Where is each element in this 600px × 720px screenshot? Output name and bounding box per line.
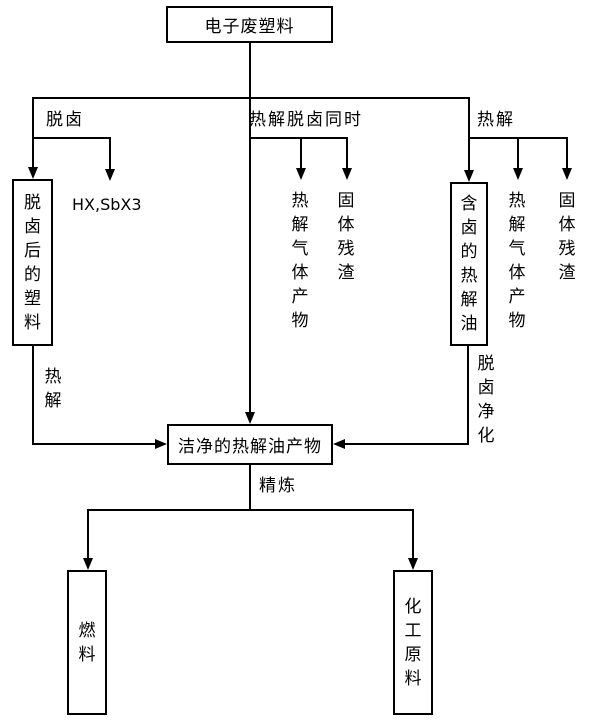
label-refining: 精炼 (259, 476, 297, 496)
connector-right-to-center (345, 443, 467, 445)
arrowhead-to-mid-pyrolysis-gas (296, 168, 306, 180)
node-chemical-feedstock-label: 化工原料 (404, 596, 422, 689)
label-pyrolysis-right: 热解 (477, 110, 515, 130)
connector-right-drop (468, 97, 470, 139)
label-pyrolysis-left-edge: 热解 (44, 367, 62, 411)
arrowhead-to-right-solid-residue (562, 168, 572, 180)
connector-left-pyrolysis-vertical (32, 345, 34, 445)
connector-left-to-center (32, 443, 155, 445)
connector-middle-arrow2-stem (346, 137, 348, 168)
label-mid-solid-residue: 固体残渣 (337, 191, 355, 283)
arrowhead-into-clean-oil-top (245, 412, 255, 424)
arrowhead-into-chemical-feedstock (408, 558, 418, 570)
label-dehalogenation-purification: 脱卤净化 (477, 354, 495, 446)
node-clean-pyrolysis-oil-label: 洁净的热解油产物 (178, 437, 322, 457)
label-pyrolysis-dehalogenation-simultaneous: 热解脱卤同时 (249, 110, 363, 130)
arrowhead-into-dehalogenated-plastic (28, 167, 38, 179)
arrowhead-into-halogenated-oil (464, 170, 474, 182)
label-dehalogenation: 脱卤 (46, 110, 84, 130)
arrowhead-into-fuel (83, 558, 93, 570)
connector-right-arrow3-stem (566, 137, 568, 168)
node-chemical-feedstock: 化工原料 (393, 570, 433, 715)
arrowhead-into-clean-oil-right (333, 439, 345, 449)
node-fuel: 燃料 (67, 570, 107, 715)
label-right-solid-residue: 固体残渣 (558, 191, 576, 283)
node-dehalogenated-plastic: 脱卤后的塑料 (12, 179, 53, 346)
connector-split-left-stem (87, 509, 89, 558)
connector-split-horizontal (87, 509, 414, 511)
connector-middle-branch (249, 137, 348, 139)
connector-left-branch (32, 137, 111, 139)
arrowhead-into-clean-oil-left (155, 439, 167, 449)
connector-right-arrow1-stem (468, 137, 470, 170)
connector-right-arrow2-stem (517, 137, 519, 168)
connector-top-stem (249, 43, 251, 99)
connector-middle-arrow1-stem (300, 137, 302, 168)
label-right-pyrolysis-gas: 热解气体产物 (508, 191, 526, 331)
connector-left-arrow2-stem (109, 137, 111, 169)
node-clean-pyrolysis-oil: 洁净的热解油产物 (167, 424, 333, 465)
connector-left-drop (32, 97, 34, 139)
connector-main-horizontal (32, 97, 470, 99)
connector-split-right-stem (412, 509, 414, 558)
node-halogenated-oil: 含卤的热解油 (450, 182, 488, 346)
arrowhead-to-right-pyrolysis-gas (513, 168, 523, 180)
connector-center-vertical (249, 97, 251, 412)
connector-refining-stem (249, 464, 251, 510)
arrowhead-to-mid-solid-residue (342, 168, 352, 180)
connector-right-purification-vertical (467, 346, 469, 445)
node-source: 电子废塑料 (166, 6, 333, 43)
label-mid-pyrolysis-gas: 热解气体产物 (291, 191, 309, 331)
node-fuel-label: 燃料 (78, 620, 96, 665)
node-dehalogenated-plastic-label: 脱卤后的塑料 (24, 192, 41, 333)
node-halogenated-oil-label: 含卤的热解油 (460, 194, 478, 334)
arrowhead-to-hx-sbx3 (105, 169, 115, 181)
node-source-label: 电子废塑料 (204, 17, 295, 37)
connector-left-arrow1-stem (32, 137, 34, 167)
label-hx-sbx3: HX,SbX3 (72, 195, 142, 214)
